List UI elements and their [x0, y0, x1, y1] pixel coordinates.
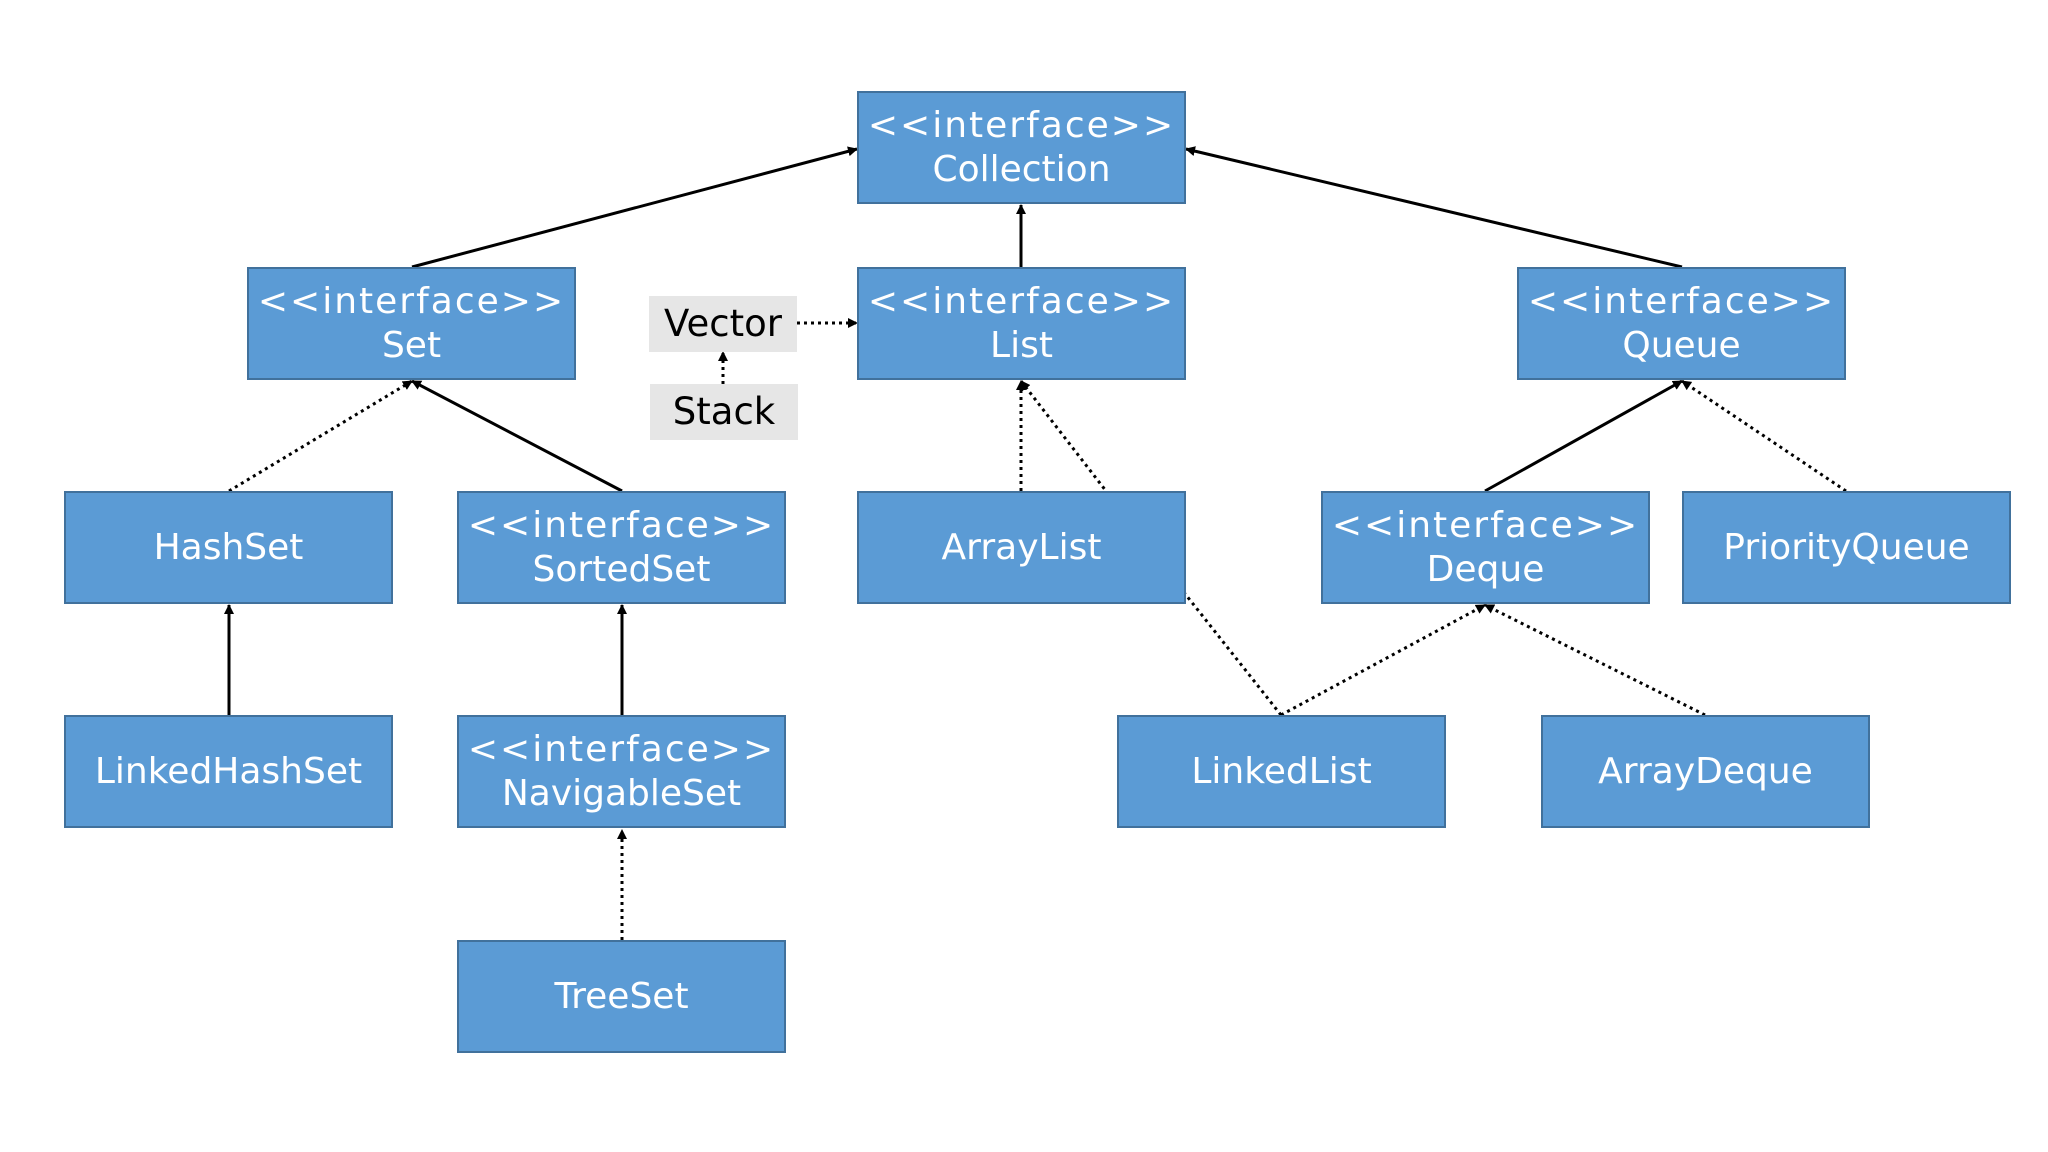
edge-deque-to-queue — [1484, 379, 1683, 493]
priorityqueue-class-node: PriorityQueue — [1682, 491, 2011, 604]
vector-name: Vector — [664, 301, 782, 345]
sortedset-stereotype: <<interface>> — [467, 505, 776, 547]
deque-name: Deque — [1426, 548, 1545, 590]
queue-name: Queue — [1622, 324, 1741, 366]
linkedlist-name: LinkedList — [1191, 750, 1372, 792]
treeset-name: TreeSet — [554, 975, 689, 1017]
set-stereotype: <<interface>> — [257, 281, 566, 323]
arraydeque-class-node: ArrayDeque — [1541, 715, 1870, 828]
collection-stereotype: <<interface>> — [867, 105, 1176, 147]
edge-set-to-collection — [411, 146, 858, 269]
arraydeque-name: ArrayDeque — [1598, 750, 1813, 792]
edge-priorityqueue-to-queue — [1681, 379, 1847, 493]
deque-stereotype: <<interface>> — [1331, 505, 1640, 547]
arraylist-name: ArrayList — [941, 526, 1102, 568]
set-name: Set — [381, 324, 442, 366]
collection-name: Collection — [932, 148, 1111, 190]
navigableset-stereotype: <<interface>> — [467, 729, 776, 771]
edge-queue-to-collection — [1185, 146, 1683, 269]
hashset-name: HashSet — [153, 526, 304, 568]
priorityqueue-name: PriorityQueue — [1723, 526, 1970, 568]
vector-legacy-node: Vector — [649, 296, 797, 352]
edge-arraydeque-to-deque — [1484, 603, 1706, 717]
queue-stereotype: <<interface>> — [1527, 281, 1836, 323]
list-interface-node: <<interface>> List — [857, 267, 1186, 380]
arraylist-class-node: ArrayList — [857, 491, 1186, 604]
list-name: List — [990, 324, 1053, 366]
stack-legacy-node: Stack — [650, 384, 798, 440]
list-stereotype: <<interface>> — [867, 281, 1176, 323]
linkedhashset-class-node: LinkedHashSet — [64, 715, 393, 828]
edge-sortedset-to-set — [411, 379, 623, 493]
edge-linkedlist-to-deque — [1280, 603, 1486, 717]
navigableset-interface-node: <<interface>> NavigableSet — [457, 715, 786, 828]
hashset-class-node: HashSet — [64, 491, 393, 604]
edge-hashset-to-set — [228, 379, 413, 493]
set-interface-node: <<interface>> Set — [247, 267, 576, 380]
deque-interface-node: <<interface>> Deque — [1321, 491, 1650, 604]
collection-interface-node: <<interface>> Collection — [857, 91, 1186, 204]
linkedlist-class-node: LinkedList — [1117, 715, 1446, 828]
sortedset-name: SortedSet — [532, 548, 711, 590]
navigableset-name: NavigableSet — [501, 772, 742, 814]
stack-name: Stack — [672, 389, 776, 433]
treeset-class-node: TreeSet — [457, 940, 786, 1053]
sortedset-interface-node: <<interface>> SortedSet — [457, 491, 786, 604]
linkedhashset-name: LinkedHashSet — [94, 750, 363, 792]
queue-interface-node: <<interface>> Queue — [1517, 267, 1846, 380]
